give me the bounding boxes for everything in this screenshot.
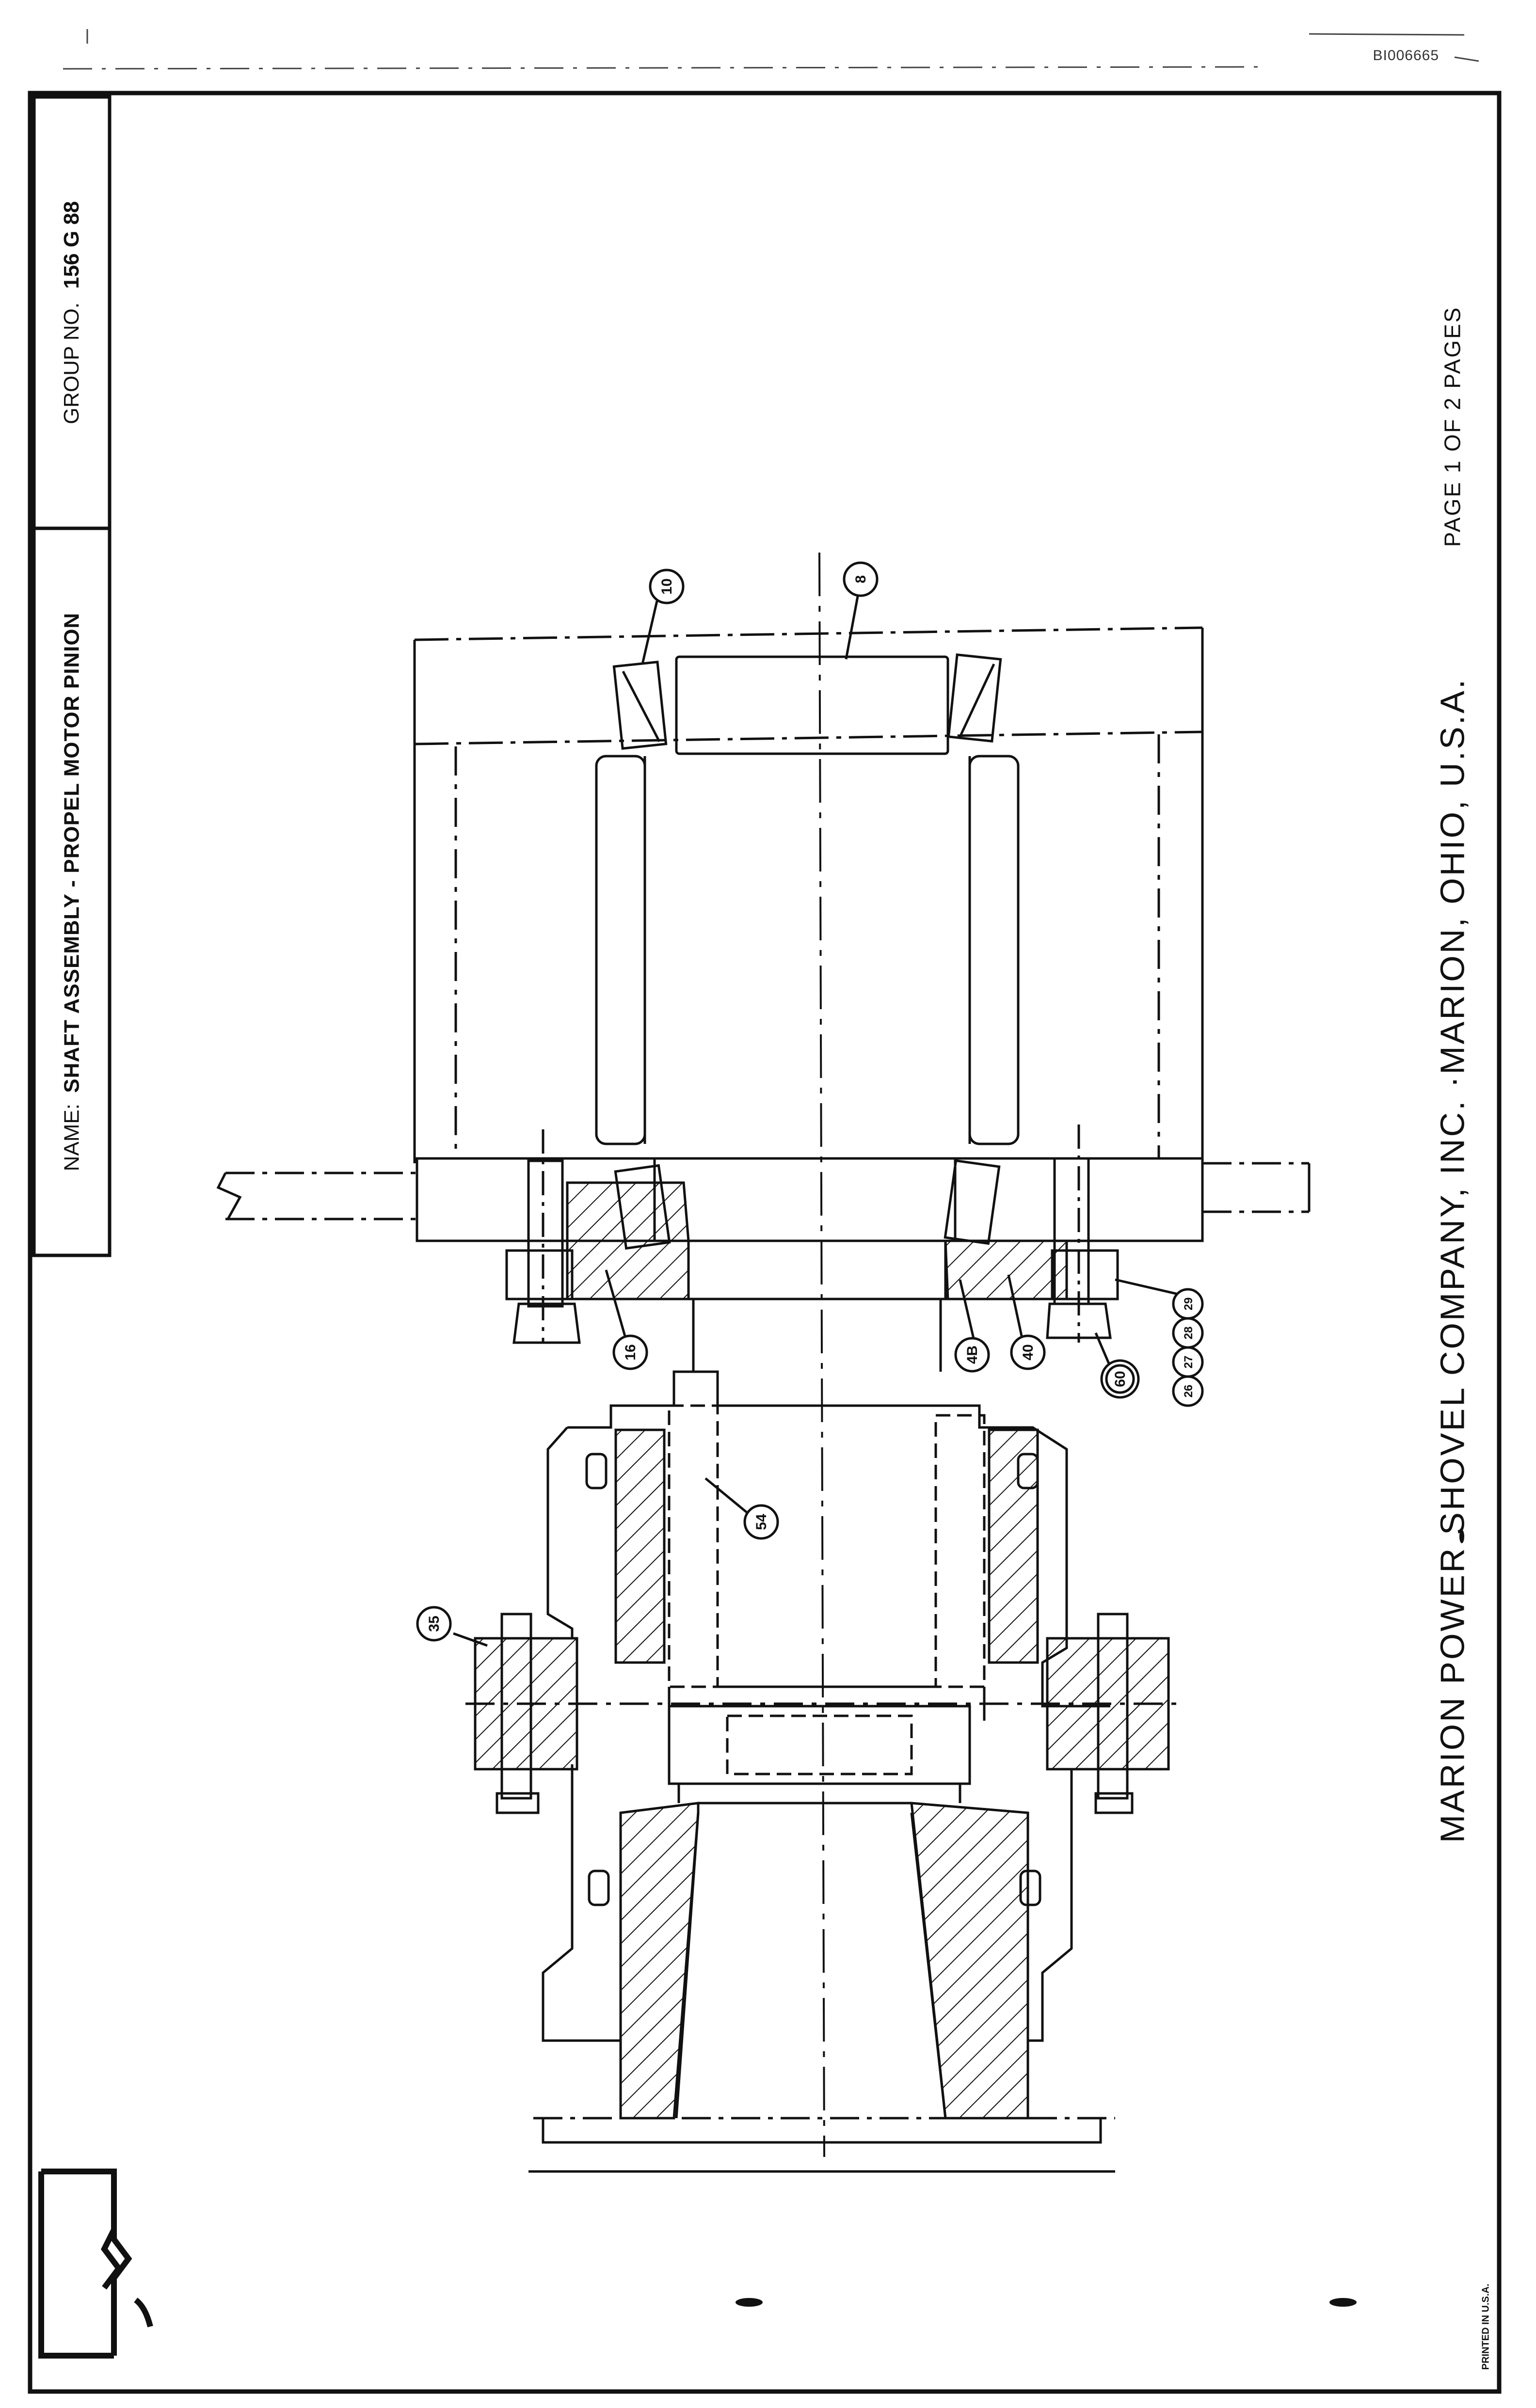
callout-8: 8 <box>853 575 869 584</box>
callout-54: 54 <box>753 1514 769 1530</box>
company-name: MARION POWER SHOVEL COMPANY, INC. ·MARIO… <box>1433 677 1471 1843</box>
callout-balloons <box>416 561 1204 1642</box>
document-id: BI006665 <box>1373 48 1439 63</box>
name-cell: NAME: SHAFT ASSEMBLY - PROPEL MOTOR PINI… <box>34 528 110 1255</box>
callout-labels: 10 8 16 4B 40 60 26 27 28 29 54 35 <box>426 575 1195 1632</box>
callout-26: 26 <box>1182 1385 1195 1398</box>
callout-16: 16 <box>623 1344 639 1360</box>
callout-60: 60 <box>1112 1371 1128 1387</box>
drawing-border <box>28 91 1502 2394</box>
company-footer: MARION POWER SHOVEL COMPANY, INC. ·MARIO… <box>1416 630 1488 1890</box>
callout-10: 10 <box>659 578 675 594</box>
group-label: GROUP NO. <box>60 302 83 425</box>
callout-35: 35 <box>426 1616 442 1632</box>
centerline <box>818 552 825 2157</box>
callout-27: 27 <box>1182 1356 1195 1369</box>
page-info: PAGE 1 OF 2 PAGES <box>1440 306 1465 547</box>
assembly-drawing <box>216 552 1311 2173</box>
callout-4b: 4B <box>964 1346 980 1364</box>
callout-40: 40 <box>1020 1344 1036 1360</box>
callout-29: 29 <box>1182 1298 1195 1311</box>
bearing-upper <box>612 653 1002 750</box>
scan-specks <box>736 1530 1464 2307</box>
callout-28: 28 <box>1182 1327 1195 1340</box>
scan-top-marks <box>63 29 1479 70</box>
group-number: 156 G 88 <box>60 201 83 289</box>
printed-cell: PRINTED IN U.S.A. <box>1472 2259 1501 2394</box>
page-info-cell: PAGE 1 OF 2 PAGES <box>1416 242 1488 611</box>
assembly-name: SHAFT ASSEMBLY - PROPEL MOTOR PINION <box>60 612 83 1093</box>
group-number-cell: GROUP NO. 156 G 88 <box>34 97 110 528</box>
marion-m-logo-icon <box>38 2169 153 2359</box>
printed-note: PRINTED IN U.S.A. <box>1480 2283 1491 2370</box>
name-label: NAME: <box>60 1103 83 1172</box>
title-block <box>32 95 112 1257</box>
